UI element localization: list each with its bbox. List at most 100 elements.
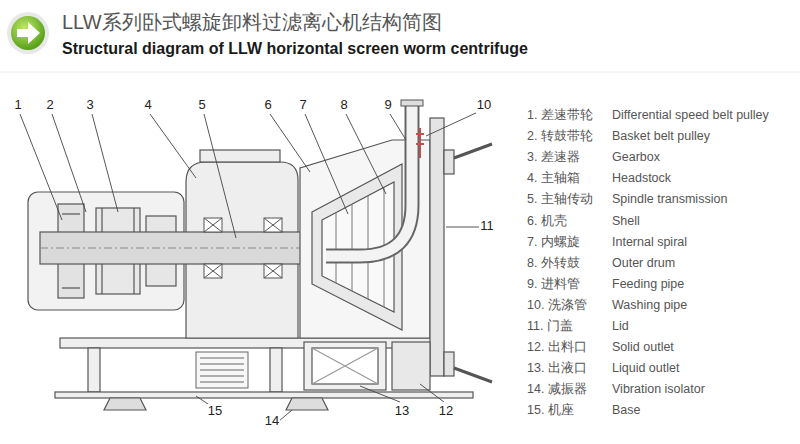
leader-line xyxy=(20,114,62,220)
key-item-zh: 9. 进料管 xyxy=(527,277,580,291)
header-rule xyxy=(0,72,800,73)
leader-line xyxy=(305,114,348,214)
leader-line xyxy=(360,386,400,402)
vent-grille xyxy=(200,364,244,365)
headstock xyxy=(200,150,280,162)
key-item-zh: 5. 主轴传动 xyxy=(527,192,593,206)
leader-line xyxy=(204,114,236,238)
key-item-en: Gearbox xyxy=(612,150,660,164)
callout-number: 14 xyxy=(264,414,280,429)
key-item-en: Basket belt pulley xyxy=(612,129,710,143)
bearing xyxy=(204,218,222,232)
key-item-zh: 14. 减振器 xyxy=(527,382,587,396)
key-item-en: Vibration isolator xyxy=(612,382,705,396)
machine-base xyxy=(55,392,473,398)
callout-number: 8 xyxy=(339,98,348,113)
bearing xyxy=(264,264,282,278)
spindle xyxy=(40,247,340,248)
key-item-zh: 10. 洗涤管 xyxy=(527,298,587,312)
leader-line xyxy=(420,384,444,402)
vent-grille xyxy=(200,370,244,371)
leader-line xyxy=(150,114,196,178)
key-item-zh: 13. 出液口 xyxy=(527,361,587,375)
solid-outlet xyxy=(392,342,430,390)
key-item-zh: 12. 出料口 xyxy=(527,340,587,354)
leader-line xyxy=(346,114,386,194)
machine-base xyxy=(55,338,473,398)
bearing xyxy=(204,218,222,232)
bearing xyxy=(204,218,282,278)
leader-line xyxy=(92,114,118,212)
liquid-outlet xyxy=(312,348,378,384)
pulley-housing xyxy=(62,213,80,214)
callout-number: 13 xyxy=(394,404,410,419)
leader-line xyxy=(52,114,86,212)
bearing xyxy=(204,264,222,278)
callout-number: 2 xyxy=(45,98,54,113)
pulley-housing xyxy=(62,287,80,288)
key-item-en: Lid xyxy=(612,319,629,333)
subtitle: Structural diagram of LLW horizontal scr… xyxy=(62,40,528,58)
callout-number: 10 xyxy=(476,98,492,113)
callout-number: 11 xyxy=(479,219,495,234)
key-item-zh: 15. 机座 xyxy=(527,403,574,417)
feeding-pipe xyxy=(401,100,423,106)
key-item-zh: 7. 内螺旋 xyxy=(527,235,580,249)
key-item-en: Feeding pipe xyxy=(612,277,684,291)
callout-number: 6 xyxy=(263,98,272,113)
leader-line xyxy=(279,410,292,421)
key-item-en: Outer drum xyxy=(612,256,675,270)
leader-line xyxy=(446,227,480,228)
key-item-en: Shell xyxy=(612,214,640,228)
lid xyxy=(454,368,492,382)
callout-number: 15 xyxy=(207,404,223,419)
key-item-en: Differential speed belt pulley xyxy=(612,108,769,122)
key-item-zh: 1. 差速带轮 xyxy=(527,108,593,122)
key-item-en: Base xyxy=(612,403,641,417)
callout-number: 3 xyxy=(85,98,94,113)
vibration-isolator xyxy=(286,398,328,410)
key-item-zh: 11. 门盖 xyxy=(527,319,573,333)
key-item-en: Headstock xyxy=(612,171,671,185)
vent-grille xyxy=(200,358,244,359)
vent-grille xyxy=(200,382,244,383)
lid xyxy=(430,118,492,382)
callout-number: 1 xyxy=(13,98,22,113)
lid xyxy=(444,150,454,174)
bearing xyxy=(264,218,282,232)
liquid-outlet xyxy=(312,348,378,384)
liquid-outlet xyxy=(304,342,386,390)
washing-pipe xyxy=(416,143,424,145)
washing-pipe xyxy=(416,128,424,158)
leader-line xyxy=(426,112,478,136)
washing-pipe xyxy=(416,133,424,135)
internal-spiral xyxy=(368,196,369,299)
key-item-zh: 3. 差速器 xyxy=(527,150,580,164)
chart-title: LLW系列卧式螺旋卸料过滤离心机结构简图 xyxy=(62,11,442,34)
callout-number: 5 xyxy=(197,98,206,113)
bearing xyxy=(204,264,222,278)
leader-line xyxy=(390,114,406,140)
lid xyxy=(454,144,492,158)
spindle xyxy=(40,232,340,264)
callout-number: 9 xyxy=(383,98,392,113)
callout-number: 4 xyxy=(143,98,152,113)
internal-spiral xyxy=(336,212,337,283)
bearing xyxy=(264,264,282,278)
key-item-zh: 4. 主轴箱 xyxy=(527,171,580,185)
key-item-en: Washing pipe xyxy=(612,298,687,312)
key-item-en: Spindle transmission xyxy=(612,192,727,206)
vibration-isolator xyxy=(104,398,146,410)
key-item-en: Solid outlet xyxy=(612,340,674,354)
liquid-outlet xyxy=(304,342,386,390)
leader-line xyxy=(270,114,310,172)
arrow-icon xyxy=(17,22,40,44)
key-item-zh: 6. 机壳 xyxy=(527,214,567,228)
key-item-en: Liquid outlet xyxy=(612,361,679,375)
bearing xyxy=(264,218,282,232)
lid xyxy=(430,118,444,376)
machine-base xyxy=(270,348,282,392)
arrow-icon xyxy=(11,16,45,50)
feeding-pipe xyxy=(326,104,412,256)
